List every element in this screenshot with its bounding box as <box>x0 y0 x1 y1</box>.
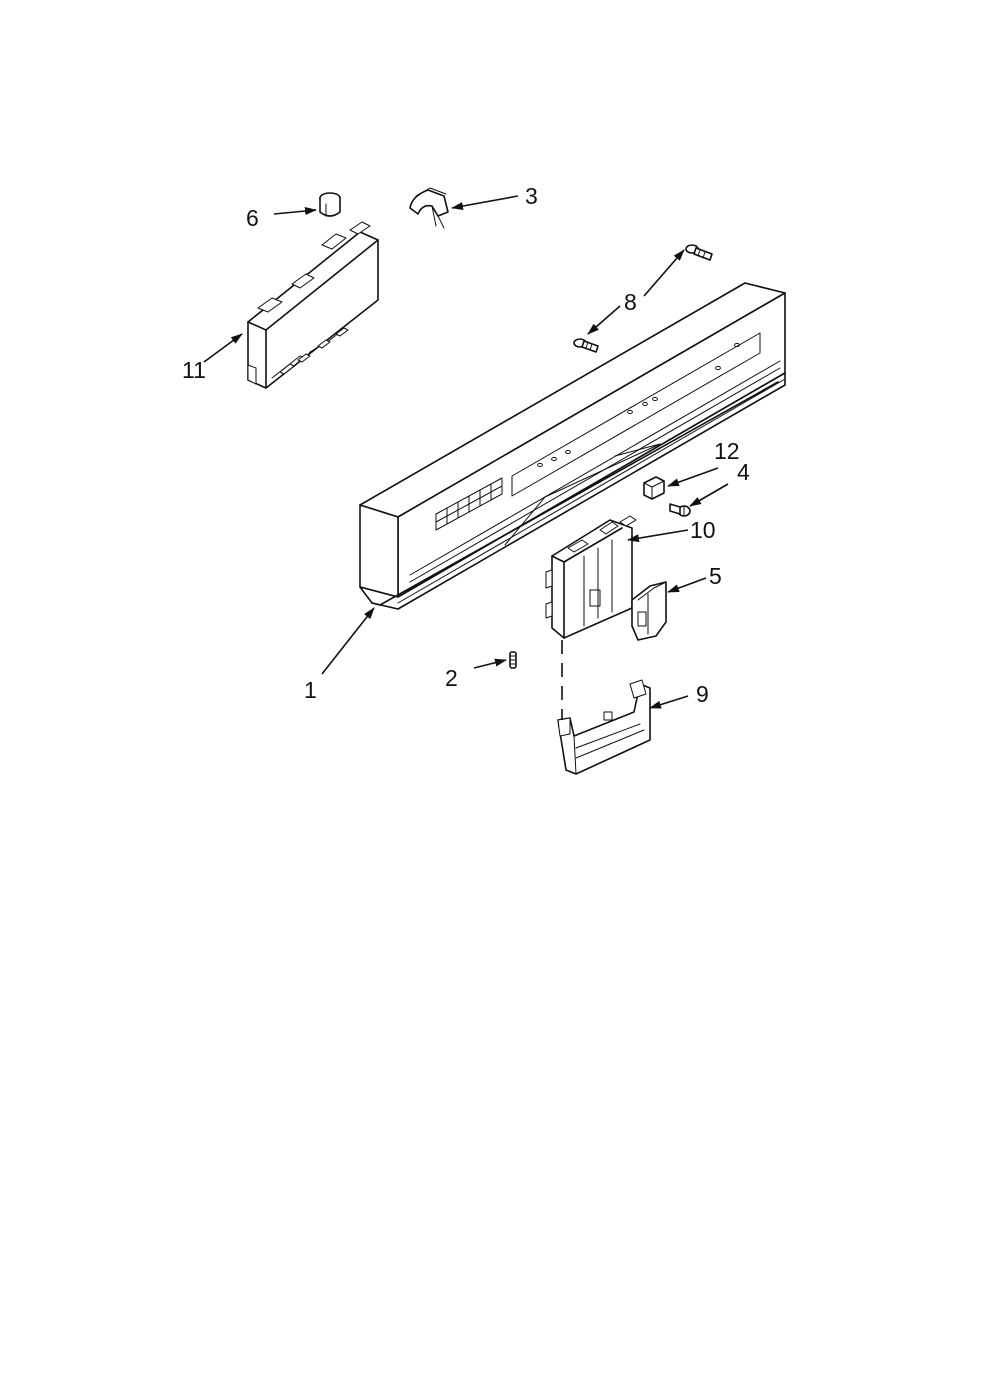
part-connector <box>643 476 665 500</box>
callouts: 1 2 3 4 5 6 8 9 10 11 12 <box>182 183 750 707</box>
callout-5: 5 <box>709 563 722 589</box>
callout-8: 8 <box>624 289 637 315</box>
part-lower-bracket <box>557 679 651 775</box>
callout-2: 2 <box>445 665 458 691</box>
indicator-dots <box>537 342 740 468</box>
part-pin <box>509 651 517 669</box>
callout-1: 1 <box>304 677 317 703</box>
button-grid <box>435 477 503 531</box>
callout-4: 4 <box>737 459 750 485</box>
part-screw-top <box>685 244 713 261</box>
part-cap <box>319 192 341 217</box>
leader-lines <box>203 195 729 709</box>
part-control-board <box>247 221 379 389</box>
part-clip <box>409 187 449 229</box>
callout-11: 11 <box>182 357 206 383</box>
leader-12 <box>667 467 719 487</box>
part-latch <box>631 581 667 641</box>
leader-11 <box>203 333 243 363</box>
leader-1 <box>321 607 375 675</box>
callout-10: 10 <box>690 517 716 543</box>
leader-8b <box>587 305 621 335</box>
leader-4 <box>689 483 729 507</box>
callout-6: 6 <box>246 205 259 231</box>
leader-5 <box>667 577 707 593</box>
part-bracket <box>545 515 637 639</box>
leader-2 <box>473 658 507 669</box>
callout-12: 12 <box>714 438 740 464</box>
leader-9 <box>649 695 689 709</box>
part-screw-bottom <box>573 338 599 353</box>
callout-9: 9 <box>696 681 709 707</box>
callout-3: 3 <box>525 183 538 209</box>
leader-6 <box>273 207 317 216</box>
leader-8a <box>643 249 685 297</box>
part-console-panel <box>359 282 786 610</box>
part-small-screw <box>669 503 691 517</box>
leader-10 <box>627 529 689 543</box>
leader-3 <box>451 195 519 210</box>
